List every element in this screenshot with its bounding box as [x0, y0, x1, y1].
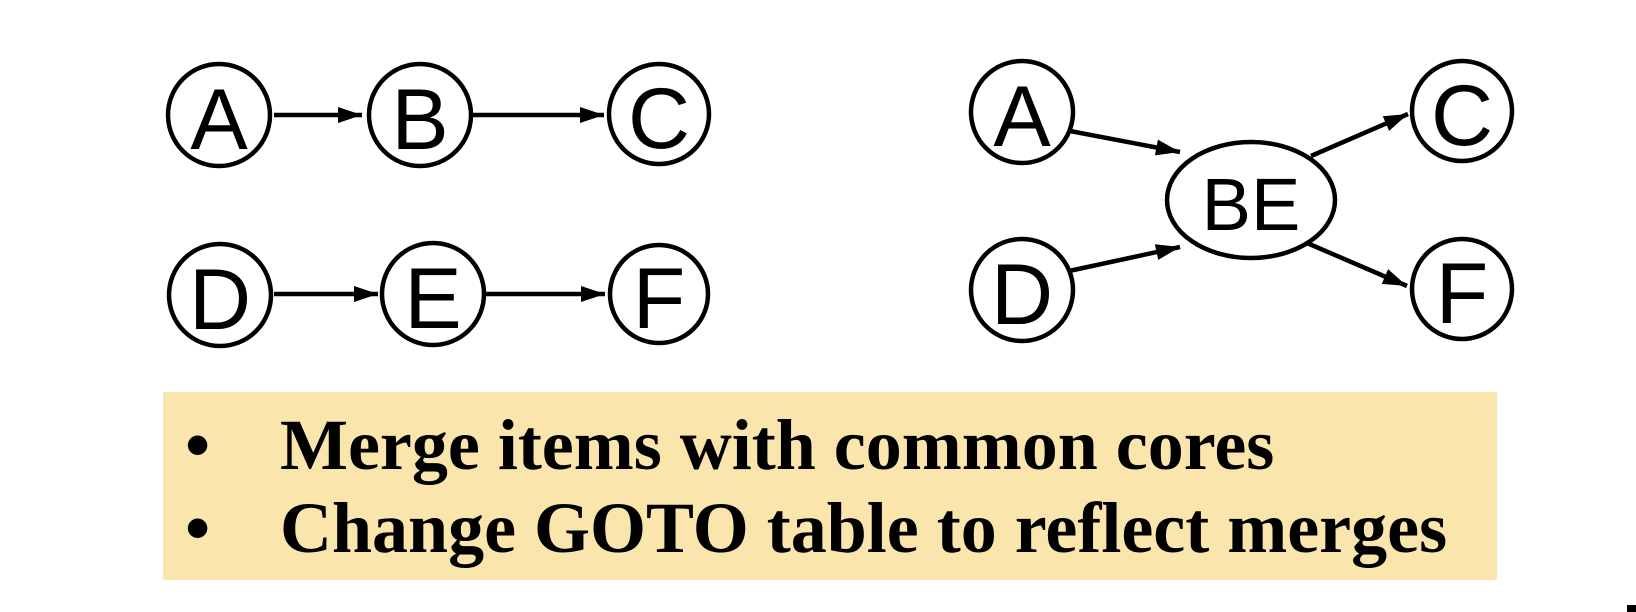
edge-be-f: [1306, 240, 1408, 289]
corner-mark: [1627, 605, 1636, 612]
node-e-label: E: [404, 251, 461, 347]
node-a-merged: A: [968, 58, 1076, 166]
bullet-icon: •: [185, 488, 211, 568]
right-graph: A D BE C F: [968, 58, 1515, 344]
node-f-merged: F: [1409, 236, 1515, 342]
node-a-merged-label: A: [993, 69, 1051, 165]
node-d: D: [166, 241, 274, 349]
node-f-circle: [607, 242, 711, 346]
node-a-circle: [165, 61, 273, 169]
node-d-merged-circle: [968, 236, 1076, 344]
bullet-text-goto: Change GOTO table to reflect merges: [280, 488, 1448, 568]
node-c: C: [606, 61, 712, 167]
bullet-icon: •: [185, 405, 211, 485]
node-c-merged: C: [1409, 58, 1515, 164]
edge-a-be: [1069, 128, 1181, 156]
left-graph: A B C D E F: [165, 61, 712, 349]
node-be-merged: BE: [1164, 139, 1338, 261]
node-c-label: C: [628, 71, 690, 167]
node-f-label: F: [633, 251, 686, 347]
node-d-merged: D: [968, 236, 1076, 344]
node-a-merged-circle: [968, 58, 1076, 166]
node-c-merged-label: C: [1431, 68, 1493, 164]
callout-box: • Merge items with common cores • Change…: [163, 392, 1497, 580]
node-f: F: [607, 242, 711, 347]
bullet-text-merge: Merge items with common cores: [280, 405, 1275, 485]
node-b-circle: [366, 61, 474, 169]
node-a-label: A: [190, 72, 248, 168]
node-c-merged-circle: [1409, 58, 1515, 164]
node-e-circle: [379, 240, 487, 348]
node-be-ellipse: [1164, 139, 1338, 261]
node-b-label: B: [391, 72, 448, 168]
bullet-item-goto: • Change GOTO table to reflect merges: [163, 487, 1497, 570]
bullet-item-merge: • Merge items with common cores: [163, 404, 1497, 487]
node-e: E: [379, 240, 487, 348]
node-d-label: D: [189, 252, 251, 348]
state-merge-diagram: A B C D E F: [165, 58, 1515, 349]
node-f-merged-circle: [1409, 236, 1515, 342]
node-d-merged-label: D: [991, 247, 1053, 343]
node-b: B: [366, 61, 474, 169]
node-be-label: BE: [1202, 163, 1301, 246]
node-a: A: [165, 61, 273, 169]
node-c-circle: [606, 61, 712, 167]
node-d-circle: [166, 241, 274, 349]
edge-be-c: [1310, 111, 1409, 159]
edge-d-be: [1068, 244, 1181, 274]
node-f-merged-label: F: [1436, 246, 1489, 342]
